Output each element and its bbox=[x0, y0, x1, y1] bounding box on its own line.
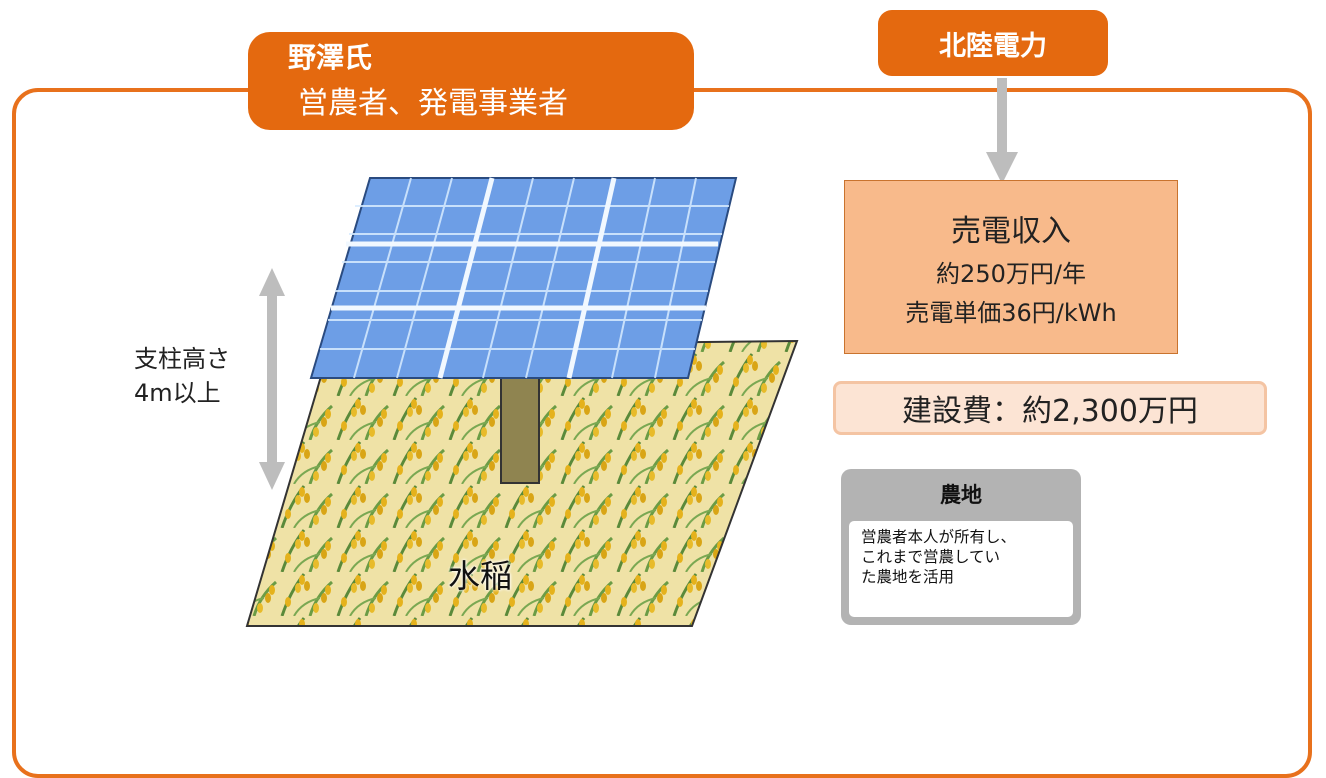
operator-name: 野澤氏 bbox=[288, 41, 373, 74]
revenue-title: 売電収入 bbox=[951, 214, 1071, 249]
utility-arrow bbox=[986, 78, 1018, 184]
solar-panel bbox=[309, 177, 738, 379]
support-height-line2: 4m以上 bbox=[134, 379, 221, 407]
land-description-line: これまで営農してい bbox=[861, 548, 1001, 566]
land-title: 農地 bbox=[940, 483, 982, 507]
support-height-label: 支柱高さ 4m以上 bbox=[134, 342, 230, 410]
construction-cost-box: 建設費：約2,300万円 bbox=[833, 381, 1267, 435]
crop-label: 水稲 bbox=[448, 557, 513, 595]
land-description-line: 営農者本人が所有し、 bbox=[861, 528, 1017, 546]
operator-role: 営農者、発電事業者 bbox=[298, 86, 568, 121]
support-pole bbox=[500, 371, 540, 484]
land-description: 営農者本人が所有し、 これまで営農してい た農地を活用 bbox=[849, 521, 1073, 617]
revenue-unit-price: 売電単価36円/kWh bbox=[905, 299, 1117, 327]
revenue-box: 売電収入 約250万円/年 売電単価36円/kWh bbox=[844, 180, 1178, 354]
land-card: 農地 営農者本人が所有し、 これまで営農してい た農地を活用 bbox=[841, 469, 1081, 625]
operator-box: 野澤氏 営農者、発電事業者 bbox=[248, 32, 694, 130]
height-arrow bbox=[259, 268, 285, 490]
support-height-line1: 支柱高さ bbox=[134, 345, 230, 373]
land-description-line: た農地を活用 bbox=[861, 568, 955, 586]
utility-box: 北陸電力 bbox=[878, 10, 1108, 76]
revenue-annual: 約250万円/年 bbox=[936, 260, 1086, 288]
